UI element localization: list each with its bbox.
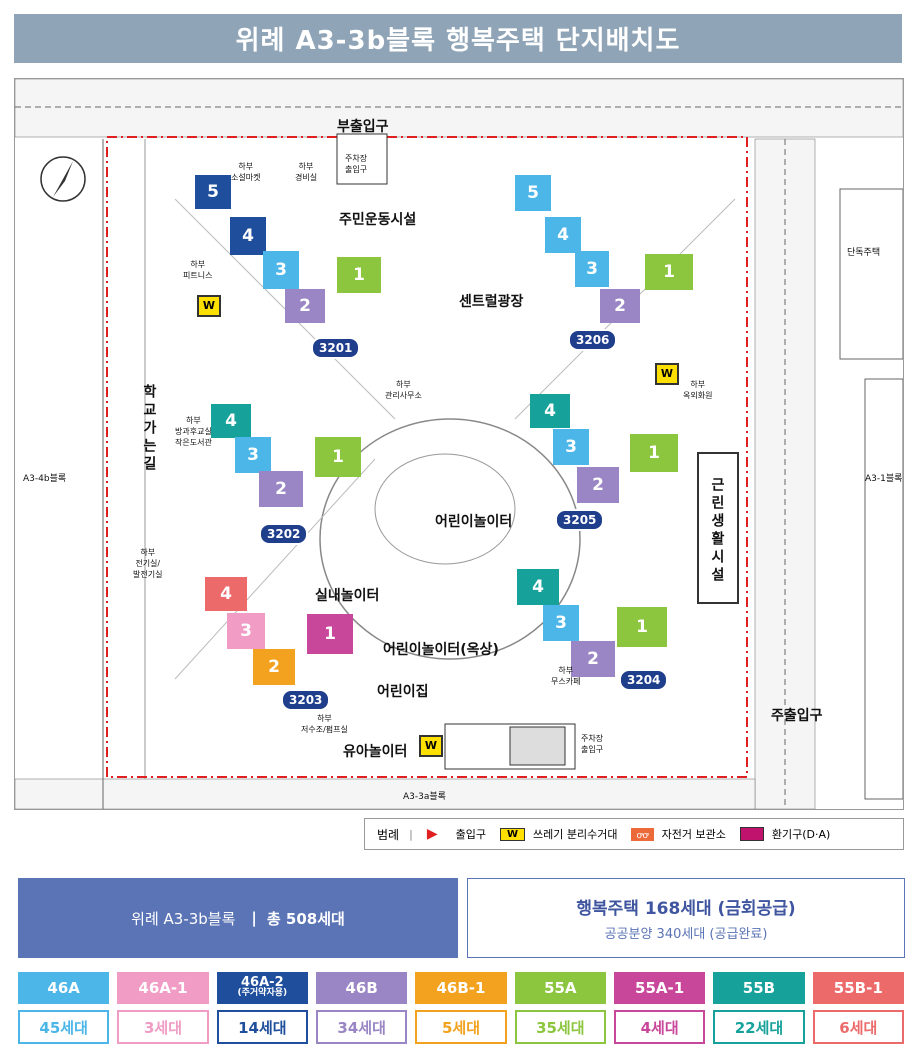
legend: 범례 | ▶ 출입구 W 쓰레기 분리수거대 ꝍꝍ 자전거 보관소 환기구(D·… xyxy=(364,818,904,850)
block-bottom-label: A3-3a블록 xyxy=(403,792,446,802)
unit-block-3202-2: 2 xyxy=(259,471,303,507)
infant-play-label: 유아놀이터 xyxy=(343,744,408,760)
unit-block-3205-3: 3 xyxy=(553,429,589,465)
ug-shop-label: 하부 무스카페 xyxy=(551,666,581,686)
daycare-label: 어린이집 xyxy=(377,684,429,700)
legend-item-vent: 환기구(D·A) xyxy=(739,826,830,842)
unit-type-55A-1: 55A-1 4세대 xyxy=(613,972,706,1044)
unit-type-46A-2: 46A-2(주거약자용) 14세대 xyxy=(216,972,308,1044)
legend-item-bicycle: ꝍꝍ 자전거 보관소 xyxy=(631,826,726,842)
legend-item-trash: W 쓰레기 분리수거대 xyxy=(499,826,617,842)
school-road-label: 학교가는길 xyxy=(141,384,157,474)
building-badge-3204: 3204 xyxy=(619,669,669,691)
bicycle-icon: ꝍꝍ xyxy=(631,827,654,841)
unit-block-3203-2: 2 xyxy=(253,649,295,685)
ug-fitness-label: 하부 피트니스 xyxy=(183,260,213,280)
unit-block-3204-4: 4 xyxy=(517,569,559,605)
unit-block-3206-5: 5 xyxy=(515,175,551,211)
unit-block-3203-1: 1 xyxy=(307,614,353,654)
unit-type-table: 46A 45세대 46A-1 3세대 46A-2(주거약자용) 14세대 46B… xyxy=(18,972,904,1044)
community-label: 주민운동시설 xyxy=(339,212,417,228)
ug-pump-label: 하부 저수조/펌프실 xyxy=(301,714,348,734)
trash-w-icon: W xyxy=(197,295,221,317)
unit-block-3205-2: 2 xyxy=(577,467,619,503)
unit-block-3202-3: 3 xyxy=(235,437,271,473)
vent-icon xyxy=(739,827,764,841)
trash-w-icon: W xyxy=(419,735,443,757)
neighborhood-label: 근린생활시설 xyxy=(709,477,725,585)
parking-entrance-top-label: 주차장 출입구 xyxy=(345,154,368,174)
ug-garden-label: 하부 옥외화원 xyxy=(683,380,713,400)
rooftop-play-label: 어린이놀이터(옥상) xyxy=(383,642,499,658)
playground-label: 어린이놀이터 xyxy=(435,514,513,530)
unit-block-3204-3: 3 xyxy=(543,605,579,641)
entrance-arrow-icon: ▶ xyxy=(426,826,438,842)
unit-type-46A: 46A 45세대 xyxy=(18,972,110,1044)
site-plan-drawing xyxy=(15,79,903,809)
block-left-label: A3-4b블록 xyxy=(23,474,67,484)
building-badge-3205: 3205 xyxy=(555,509,605,531)
unit-type-46B: 46B 34세대 xyxy=(315,972,408,1044)
ug-office-label: 하부 관리사무소 xyxy=(385,380,422,400)
unit-block-3205-1: 1 xyxy=(630,434,678,472)
building-badge-3201: 3201 xyxy=(311,337,361,359)
site-plan-map: 5 4 3 2 1 3201 5 4 3 2 1 3206 4 3 2 1 32… xyxy=(14,78,904,810)
ug-guard-label: 하부 경비실 xyxy=(295,162,318,182)
block-right-label: A3-1블록 xyxy=(865,474,903,484)
unit-type-46A-1: 46A-1 3세대 xyxy=(117,972,209,1044)
building-badge-3202: 3202 xyxy=(259,523,309,545)
ug-study-label: 하부 방과후교실 작은도서관 xyxy=(175,416,212,447)
legend-item-entrance: ▶ 출입구 xyxy=(426,826,486,842)
trash-w-icon: W xyxy=(655,363,679,385)
unit-type-55B: 55B 22세대 xyxy=(713,972,805,1044)
unit-block-3201-3: 3 xyxy=(263,251,299,289)
unit-block-3203-4: 4 xyxy=(205,577,247,611)
unit-block-3206-1: 1 xyxy=(645,254,693,290)
unit-block-3203-3: 3 xyxy=(227,613,265,649)
indoor-play-label: 실내놀이터 xyxy=(315,588,380,604)
unit-block-3201-4: 4 xyxy=(230,217,266,255)
unit-type-46B-1: 46B-1 5세대 xyxy=(415,972,507,1044)
unit-block-3206-3: 3 xyxy=(575,251,609,287)
summary-total: 위례 A3-3b블록 | 총 508세대 xyxy=(18,878,458,958)
trash-w-icon: W xyxy=(499,827,525,841)
parking-entrance-bottom-label: 주차장 출입구 xyxy=(581,734,604,754)
unit-block-3201-1: 1 xyxy=(337,257,381,293)
ug-store-label: 하부 소설마켓 xyxy=(231,162,261,182)
building-badge-3203: 3203 xyxy=(281,689,331,711)
central-plaza-label: 센트럴광장 xyxy=(459,294,524,310)
summary-supply: 행복주택 168세대 (금회공급) 공공분양 340세대 (공급완료) xyxy=(467,878,905,958)
unit-block-3204-2: 2 xyxy=(571,641,615,677)
single-housing-label: 단독주택 xyxy=(847,248,881,258)
page-title: 위례 A3-3b블록 행복주택 단지배치도 xyxy=(14,14,902,63)
building-badge-3206: 3206 xyxy=(568,329,618,351)
unit-block-3205-4: 4 xyxy=(530,394,570,428)
unit-block-3204-1: 1 xyxy=(617,607,667,647)
unit-block-3202-1: 1 xyxy=(315,437,361,477)
unit-block-3201-5: 5 xyxy=(195,175,231,209)
unit-type-55A: 55A 35세대 xyxy=(514,972,606,1044)
unit-block-3201-2: 2 xyxy=(285,289,325,323)
unit-block-3206-2: 2 xyxy=(600,289,640,323)
ug-elec-label: 하부 전기실/ 발전기실 xyxy=(133,548,163,579)
unit-block-3202-4: 4 xyxy=(211,404,251,438)
sub-entrance-label: 부출입구 xyxy=(337,119,389,135)
unit-block-3206-4: 4 xyxy=(545,217,581,253)
legend-title: 범례 xyxy=(377,827,400,842)
unit-type-55B-1: 55B-1 6세대 xyxy=(812,972,904,1044)
main-entrance-label: 주출입구 xyxy=(771,708,823,724)
